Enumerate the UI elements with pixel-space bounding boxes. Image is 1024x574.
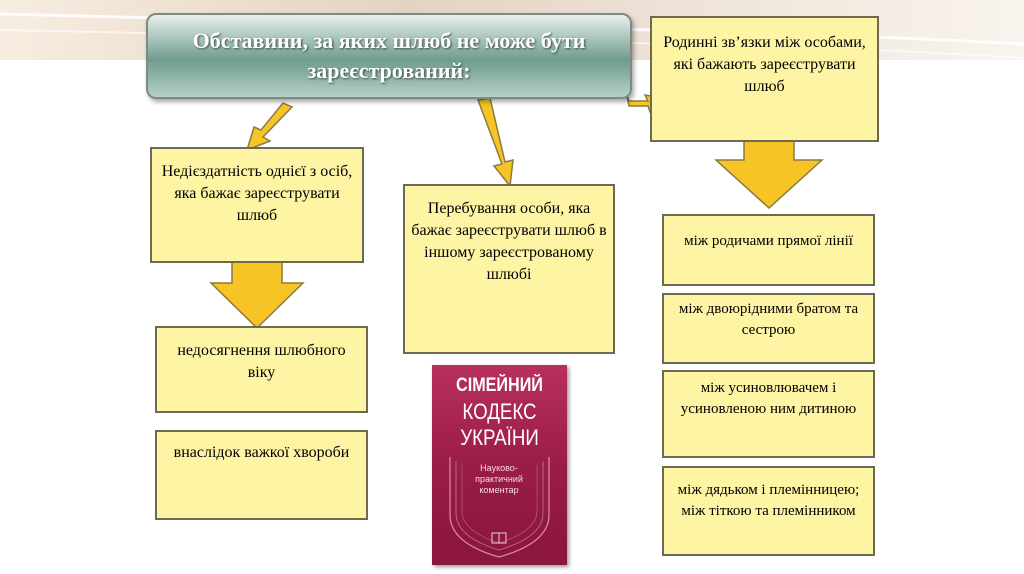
- box-uncle-aunt-text: між дядьком і племінницею; між тіткою та…: [677, 482, 860, 519]
- book-subtitle: Науково-практичний коментар: [475, 463, 523, 495]
- book-title-line2: КОДЕКС: [462, 399, 537, 424]
- arrow-to-incapacity: [245, 102, 294, 152]
- arrow-kinship-down: [714, 140, 824, 210]
- book-ornament: [449, 457, 550, 558]
- box-married-text: Перебування особи, яка бажає зареєструва…: [411, 200, 607, 283]
- box-illness-text: внаслідок важкої хвороби: [173, 444, 350, 461]
- arrow-to-married: [476, 97, 514, 188]
- box-direct-line: між родичами прямої лінії: [662, 214, 875, 286]
- box-married: Перебування особи, яка бажає зареєструва…: [403, 184, 615, 354]
- book-title-line3: УКРАЇНИ: [460, 425, 539, 450]
- box-illness: внаслідок важкої хвороби: [155, 430, 368, 520]
- box-cousins-text: між двоюрідними братом та сестрою: [678, 301, 859, 338]
- box-adoptive: між усиновлювачем і усиновленою ним дити…: [662, 370, 875, 458]
- family-code-book-cover: СІМЕЙНИЙ КОДЕКС УКРАЇНИ Науково-практичн…: [432, 365, 567, 565]
- box-kinship-text: Родинні зв’язки між особами, які бажають…: [663, 34, 866, 95]
- box-incapacity-text: Недієздатність однієї з осіб, яка бажає …: [161, 163, 353, 224]
- box-age: недосягнення шлюбного віку: [155, 326, 368, 413]
- diagram-title: Обставини, за яких шлюб не може бути зар…: [146, 13, 632, 99]
- book-title-line1: СІМЕЙНИЙ: [456, 375, 543, 396]
- title-text: Обставини, за яких шлюб не може бути зар…: [192, 28, 586, 83]
- box-uncle-aunt: між дядьком і племінницею; між тіткою та…: [662, 466, 875, 556]
- box-incapacity: Недієздатність однієї з осіб, яка бажає …: [150, 147, 364, 263]
- arrow-incapacity-down: [209, 261, 305, 330]
- box-direct-line-text: між родичами прямої лінії: [684, 233, 853, 249]
- box-adoptive-text: між усиновлювачем і усиновленою ним дити…: [680, 380, 857, 417]
- box-cousins: між двоюрідними братом та сестрою: [662, 293, 875, 364]
- box-kinship: Родинні зв’язки між особами, які бажають…: [650, 16, 879, 142]
- box-age-text: недосягнення шлюбного віку: [177, 342, 346, 381]
